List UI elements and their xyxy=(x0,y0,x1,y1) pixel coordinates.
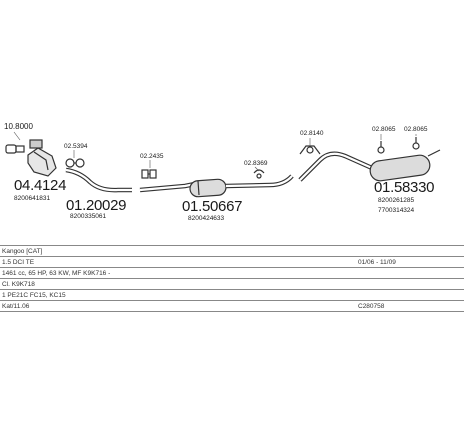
info-left: 1 PE21C FC15, KC15 xyxy=(0,289,356,301)
info-left: Kangoo [CAT] xyxy=(0,245,356,257)
part-clamp-left-number: 10.8000 xyxy=(4,122,33,131)
mid-silencer-part xyxy=(189,178,227,198)
clamp-b-part xyxy=(141,169,157,179)
exhaust-drawing xyxy=(5,131,441,198)
info-row: Cl. K9K718 xyxy=(0,278,464,290)
catalytic-converter-part xyxy=(27,139,57,177)
info-row: Kangoo [CAT] xyxy=(0,245,464,257)
info-row: 1.5 DCI TE 01/06 - 11/09 xyxy=(0,256,464,268)
info-right xyxy=(356,278,464,290)
info-right xyxy=(356,289,464,301)
clamp-left-part xyxy=(5,144,25,154)
part-hanger-b-number: 02.8140 xyxy=(300,130,324,137)
exhaust-system-diagram: 10.8000 04.4124 8200641831 02.5394 01.20… xyxy=(4,122,441,222)
part-hanger-d-number: 02.8065 xyxy=(404,126,428,133)
vehicle-info-table: Kangoo [CAT] 1.5 DCI TE 01/06 - 11/09 14… xyxy=(0,245,464,312)
info-right: 01/06 - 11/09 xyxy=(356,256,464,268)
rear-silencer-part xyxy=(369,149,441,182)
info-right xyxy=(356,267,464,279)
hanger-b-part xyxy=(299,145,321,155)
part-cat-oem: 8200641831 xyxy=(14,195,51,202)
info-left: 1.5 DCI TE xyxy=(0,256,356,268)
info-row: 1461 cc, 65 HP, 63 KW, MF K9K716 - xyxy=(0,267,464,279)
part-rear-oem-2: 7700314324 xyxy=(378,207,415,214)
part-rear-oem-1: 8200261285 xyxy=(378,197,415,204)
info-left: 1461 cc, 65 HP, 63 KW, MF K9K716 - xyxy=(0,267,356,279)
info-left: Cl. K9K718 xyxy=(0,278,356,290)
hanger-d-part xyxy=(412,137,420,150)
part-front-pipe-oem: 8200335061 xyxy=(70,213,107,220)
part-front-pipe-number: 01.20029 xyxy=(66,197,127,214)
hanger-a-part xyxy=(253,169,265,179)
part-cat-number: 04.4124 xyxy=(14,177,67,194)
info-left: Kat/11.06 xyxy=(0,300,356,312)
part-clamp-b-number: 02.2435 xyxy=(140,153,164,160)
part-clamp-a-number: 02.5394 xyxy=(64,143,88,150)
hanger-c-part xyxy=(377,141,385,154)
clamp-a-part xyxy=(65,158,85,168)
part-hanger-c-number: 02.8065 xyxy=(372,126,396,133)
info-row: Kat/11.06 C280758 xyxy=(0,300,464,312)
info-right xyxy=(356,245,464,257)
part-mid-silencer-oem: 8200424633 xyxy=(188,215,225,222)
info-row: 1 PE21C FC15, KC15 xyxy=(0,289,464,301)
info-right: C280758 xyxy=(356,300,464,312)
part-hanger-a-number: 02.8369 xyxy=(244,160,268,167)
part-rear-silencer-number: 01.58330 xyxy=(374,179,435,196)
part-mid-silencer-number: 01.50667 xyxy=(182,198,243,215)
